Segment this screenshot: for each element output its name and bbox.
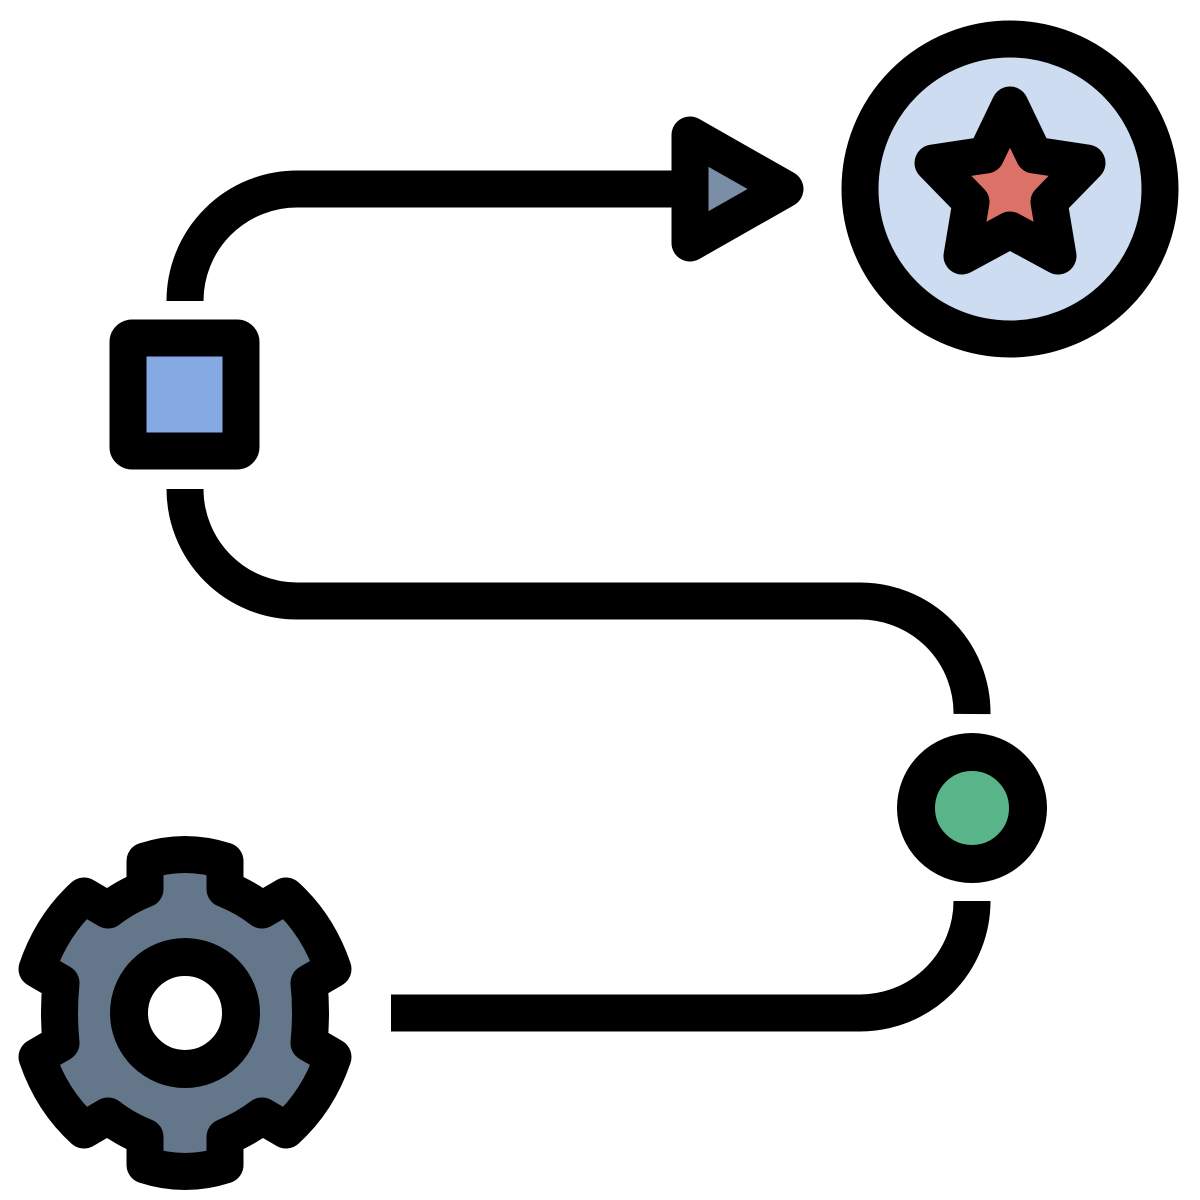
square-icon [109,319,260,470]
path-segment-bottom [391,900,991,1032]
arrow-head-icon [671,116,804,262]
star-icon [914,86,1106,275]
gear-icon [18,836,352,1190]
route-path [166,170,991,1032]
goal-badge [841,20,1179,358]
path-segment-middle [166,488,991,715]
circle-icon [897,733,1047,883]
path-segment-top [166,170,690,302]
